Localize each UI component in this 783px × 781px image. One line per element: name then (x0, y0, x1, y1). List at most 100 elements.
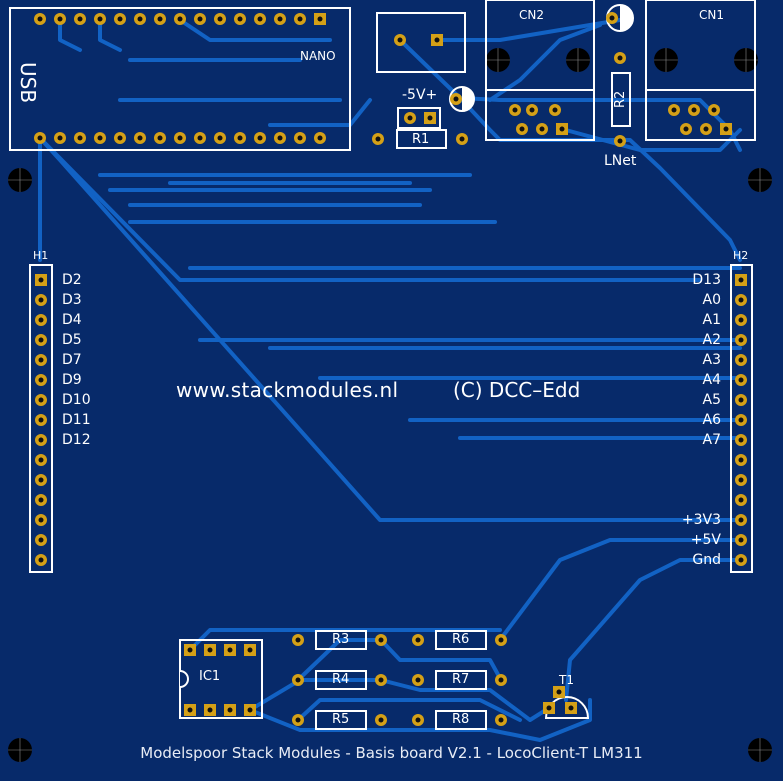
drill-hole (38, 477, 44, 483)
drill-hole (227, 707, 233, 713)
nano-outline (9, 7, 351, 151)
h2-pin-label: Gnd (692, 552, 721, 568)
drill-hole (277, 16, 283, 22)
resistor-outline (435, 630, 487, 650)
drill-hole (137, 135, 143, 141)
drill-hole (407, 115, 413, 121)
drill-hole (177, 16, 183, 22)
h2-pin-label: +3V3 (681, 512, 721, 528)
copper-trace (38, 136, 742, 522)
cn2-label: CN2 (519, 8, 544, 22)
hole-crosshair (486, 48, 510, 72)
drill-hole (453, 96, 459, 102)
drill-hole (434, 37, 440, 43)
drill-hole (546, 705, 552, 711)
drill-hole (552, 107, 558, 113)
h2-pin-label: A2 (702, 332, 721, 348)
drill-hole (738, 537, 744, 543)
drill-hole (539, 126, 545, 132)
drill-hole (157, 135, 163, 141)
drill-hole (77, 135, 83, 141)
copper-trace (296, 698, 522, 722)
h2-pin-label: A0 (702, 292, 721, 308)
drill-hole (217, 135, 223, 141)
drill-hole (295, 717, 301, 723)
drill-hole (57, 16, 63, 22)
copyright-text: (C) DCC–Edd (453, 378, 581, 402)
drill-hole (512, 107, 518, 113)
drill-hole (97, 16, 103, 22)
drill-hole (738, 297, 744, 303)
h2-pin-label: A1 (702, 312, 721, 328)
power-label: -5V+ (402, 87, 438, 103)
drill-hole (738, 377, 744, 383)
drill-hole (187, 647, 193, 653)
drill-hole (237, 135, 243, 141)
cn1-outline (645, 0, 756, 141)
drill-hole (738, 397, 744, 403)
drill-hole (97, 135, 103, 141)
copper-trace (268, 98, 372, 127)
drill-hole (57, 135, 63, 141)
drill-hole (187, 707, 193, 713)
r1-outline (396, 129, 447, 149)
resistor-outline (315, 670, 367, 690)
h2-label: H2 (733, 249, 749, 262)
copper-trace (178, 18, 332, 42)
drill-hole (415, 677, 421, 683)
drill-hole (738, 477, 744, 483)
drill-hole (415, 717, 421, 723)
resistor-outline (435, 670, 487, 690)
drill-hole (277, 135, 283, 141)
h2-pin-label: A6 (702, 412, 721, 428)
resistor-outline (315, 710, 367, 730)
drill-hole (738, 277, 744, 283)
resistor-outline (435, 710, 487, 730)
copper-trace (248, 698, 592, 742)
drill-hole (38, 277, 44, 283)
drill-hole (498, 677, 504, 683)
drill-hole (711, 107, 717, 113)
copper-trace (435, 18, 622, 42)
drill-hole (738, 517, 744, 523)
capacitor-mark (462, 87, 474, 111)
drill-hole (77, 16, 83, 22)
drill-hole (378, 637, 384, 643)
drill-hole (38, 457, 44, 463)
h1-pin-label: D12 (62, 432, 91, 448)
drill-hole (738, 317, 744, 323)
h1-pin-label: D7 (62, 352, 82, 368)
drill-hole (37, 16, 43, 22)
drill-hole (375, 136, 381, 142)
drill-hole (691, 107, 697, 113)
drill-hole (207, 707, 213, 713)
drill-hole (207, 647, 213, 653)
power-connector-outline (376, 12, 466, 73)
h1-label: H1 (33, 249, 49, 262)
drill-hole (317, 135, 323, 141)
drill-hole (257, 135, 263, 141)
drill-hole (459, 136, 465, 142)
drill-hole (397, 37, 403, 43)
drill-hole (295, 677, 301, 683)
r3-label: R3 (332, 632, 350, 647)
h1-pin-label: D10 (62, 392, 91, 408)
hole-crosshair (8, 168, 32, 192)
drill-hole (738, 337, 744, 343)
drill-hole (519, 126, 525, 132)
r4-label: R4 (332, 672, 350, 687)
drill-hole (247, 707, 253, 713)
footer-text: Modelspoor Stack Modules - Basis board V… (140, 744, 643, 762)
r8-label: R8 (452, 712, 470, 727)
drill-hole (738, 457, 744, 463)
copper-trace (58, 18, 82, 52)
drill-hole (609, 15, 615, 21)
drill-hole (38, 537, 44, 543)
led-mark (620, 5, 633, 31)
drill-hole (295, 637, 301, 643)
cn2-outline (485, 0, 595, 141)
h1-outline (29, 264, 53, 573)
copper-trace (296, 638, 503, 682)
